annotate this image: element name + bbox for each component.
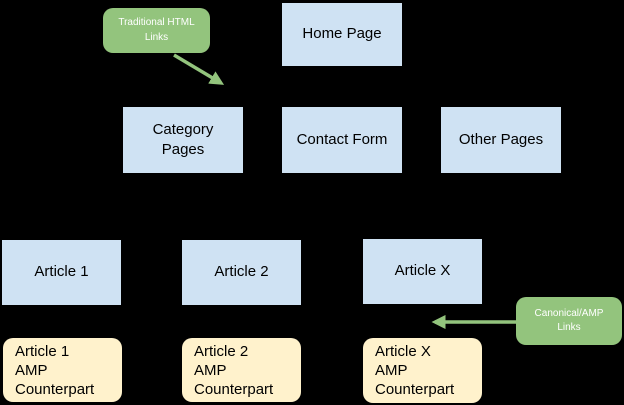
node-article-x: Article X: [363, 239, 482, 304]
node-other-pages: Other Pages: [441, 107, 561, 173]
node-label: Article 1 AMP Counterpart: [15, 343, 95, 398]
callout-traditional-html-links: Traditional HTML Links: [103, 8, 210, 53]
arrow-traditional-links: [173, 53, 225, 85]
node-article-1-amp-counterpart: Article 1 AMP Counterpart: [3, 338, 122, 402]
node-article-2: Article 2: [182, 240, 301, 305]
node-label: Article 1: [34, 263, 89, 281]
callout-label: Traditional HTML Links: [118, 17, 195, 43]
node-label: Other Pages: [458, 130, 544, 148]
node-label: Article X AMP Counterpart: [375, 343, 455, 398]
callout-label: Canonical/AMP Links: [534, 307, 604, 334]
node-home-page: Home Page: [282, 3, 402, 66]
node-label: Category Pages: [152, 120, 214, 158]
node-label: Article X: [394, 262, 451, 280]
node-article-1: Article 1: [2, 240, 121, 305]
node-article-x-amp-counterpart: Article X AMP Counterpart: [363, 338, 482, 403]
node-label: Article 2: [214, 263, 269, 281]
callout-canonical-amp-links: Canonical/AMP Links: [516, 297, 622, 345]
node-category-pages: Category Pages: [123, 107, 243, 173]
node-label: Home Page: [302, 25, 382, 43]
node-contact-form: Contact Form: [282, 107, 402, 173]
node-label: Article 2 AMP Counterpart: [194, 343, 274, 398]
node-label: Contact Form: [296, 130, 388, 148]
node-article-2-amp-counterpart: Article 2 AMP Counterpart: [182, 338, 301, 402]
